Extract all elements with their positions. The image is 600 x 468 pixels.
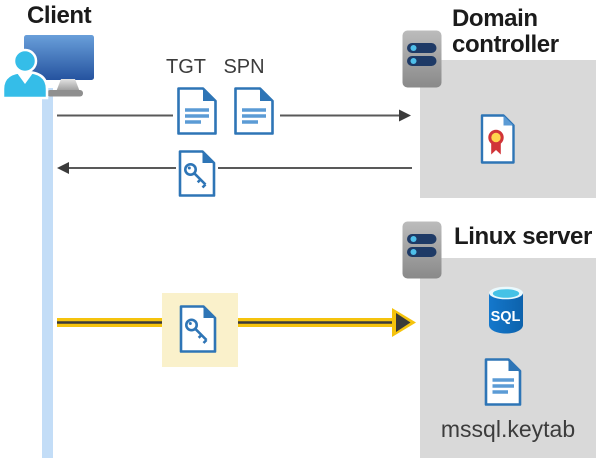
ticket-key-document-icon xyxy=(178,150,216,197)
tgt-label: TGT xyxy=(166,56,206,78)
tgt-document-icon xyxy=(177,87,217,135)
sql-badge-text: SQL xyxy=(491,309,521,325)
tgt-request-arrow xyxy=(57,109,411,122)
client-timeline-bar xyxy=(42,88,53,458)
service-ticket-key-document-icon xyxy=(179,305,217,353)
linux-server-label: Linux server xyxy=(454,223,592,250)
client-label: Client xyxy=(27,2,92,29)
client-computer-icon xyxy=(1,35,94,100)
keytab-filename: mssql.keytab xyxy=(440,416,576,442)
linux-server-icon xyxy=(402,221,442,279)
domain-controller-server-icon xyxy=(402,30,442,88)
keytab-document-icon xyxy=(484,358,522,406)
monitor-icon xyxy=(24,35,94,97)
sql-database-icon: SQL xyxy=(489,286,523,334)
person-icon xyxy=(1,48,49,100)
spn-label: SPN xyxy=(223,56,265,78)
spn-document-icon xyxy=(234,87,274,135)
ticket-response-arrow xyxy=(57,162,412,174)
domain-controller-label: Domain controller xyxy=(452,5,559,58)
certificate-icon xyxy=(480,114,515,164)
